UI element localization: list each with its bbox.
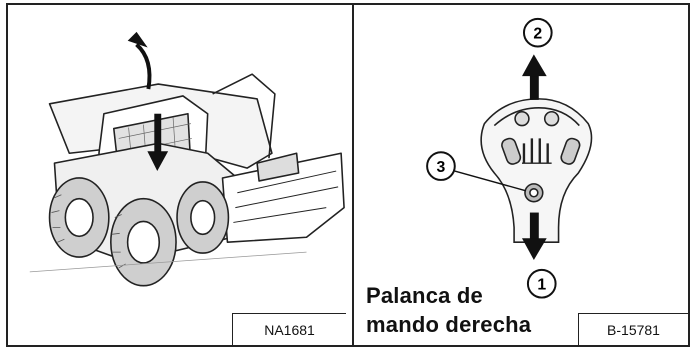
left-figure-panel: NA1681 xyxy=(8,5,352,345)
panel-divider xyxy=(352,5,354,345)
right-joystick-icon: 2 3 1 xyxy=(426,17,593,299)
callout-3: 3 xyxy=(437,159,446,176)
figure-code-label: NA1681 xyxy=(232,313,346,345)
skid-steer-loader-icon xyxy=(29,31,345,287)
figure-frame: NA1681 xyxy=(6,3,690,347)
callout-2: 2 xyxy=(533,26,542,43)
figure-code-label: B-15781 xyxy=(578,313,688,345)
caption-line-2: mando derecha xyxy=(366,312,532,337)
figure-caption: Palanca de mando derecha xyxy=(366,281,531,339)
right-figure-panel: 2 3 1 Palanca de mando derecha B-15781 xyxy=(354,5,688,345)
caption-line-1: Palanca de xyxy=(366,283,483,308)
callout-1: 1 xyxy=(537,277,546,294)
